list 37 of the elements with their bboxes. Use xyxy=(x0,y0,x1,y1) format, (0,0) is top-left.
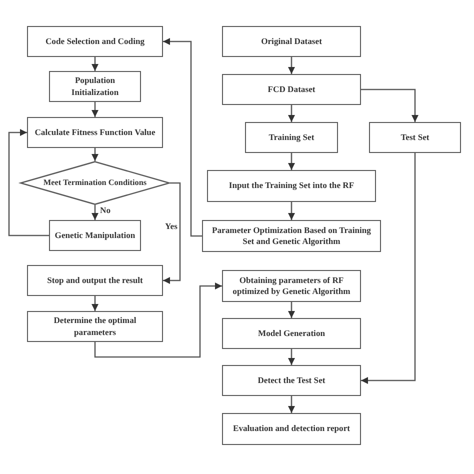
arrow xyxy=(288,202,295,220)
arrow xyxy=(92,102,98,117)
process-box: Stop and output the result xyxy=(27,265,163,296)
process-box: Calculate Fitness Function Value xyxy=(27,117,163,148)
process-box: Detect the Test Set xyxy=(222,365,361,396)
arrow xyxy=(92,296,98,311)
arrow xyxy=(94,282,222,358)
arrow xyxy=(92,57,98,71)
arrow xyxy=(361,153,416,384)
decision-diamond: Meet Termination Conditions xyxy=(20,161,170,205)
process-box: Genetic Manipulation xyxy=(49,220,141,251)
arrow xyxy=(288,105,295,122)
arrow xyxy=(288,153,295,170)
process-box: Evaluation and detection report xyxy=(222,413,361,445)
arrow xyxy=(163,182,181,284)
arrow xyxy=(8,129,49,236)
process-box: Original Dataset xyxy=(222,26,361,57)
process-box: Code Selection and Coding xyxy=(27,26,163,57)
arrow xyxy=(288,349,295,365)
arrow xyxy=(92,148,98,161)
process-box: FCD Dataset xyxy=(222,74,361,105)
process-box: Input the Training Set into the RF xyxy=(207,170,376,202)
edge-label: No xyxy=(99,205,112,216)
process-box: Test Set xyxy=(369,122,461,153)
arrow xyxy=(288,57,295,74)
process-box: Obtaining parameters of RF optimized by Genetic Algorithm xyxy=(222,270,361,302)
process-box: Model Generation xyxy=(222,318,361,349)
process-box: Population Initialization xyxy=(49,71,141,102)
process-box: Parameter Optimization Based on Training Set and Genetic Algorithm xyxy=(202,220,381,252)
arrow xyxy=(163,38,202,237)
arrow xyxy=(288,302,295,318)
arrow xyxy=(361,88,418,122)
arrow xyxy=(288,396,295,413)
process-box: Training Set xyxy=(245,122,338,153)
edge-label: Yes xyxy=(164,221,178,232)
arrow xyxy=(92,205,98,220)
process-box: Determine the optimal parameters xyxy=(27,311,163,342)
